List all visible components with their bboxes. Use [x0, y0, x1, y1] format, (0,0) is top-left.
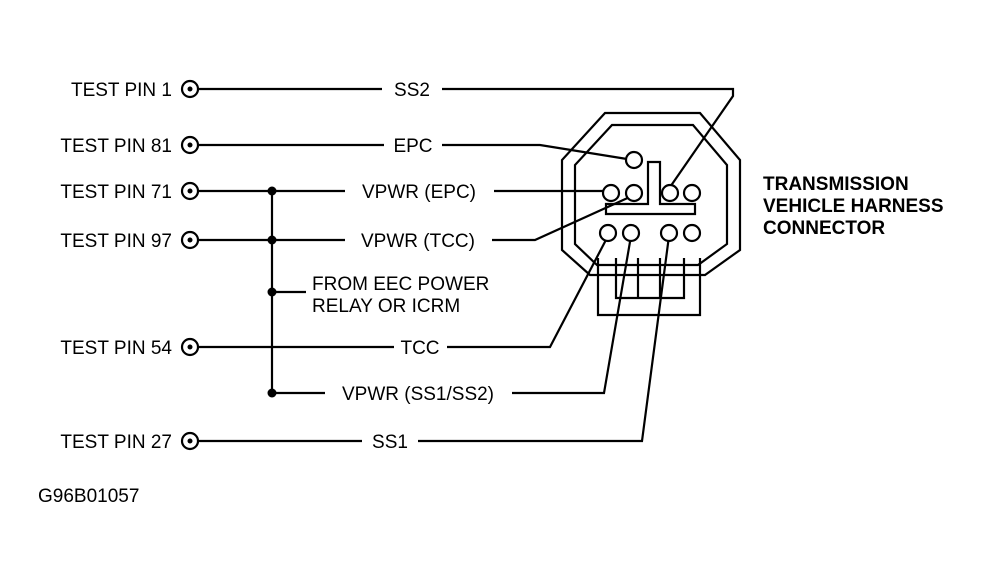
splice-power-source: [267, 287, 277, 297]
cavity-ss1: [659, 223, 679, 243]
test-pin-labels: TEST PIN 1 TEST PIN 81 TEST PIN 71 TEST …: [60, 80, 172, 453]
cavity-ss2: [660, 183, 680, 203]
test-pin-54-label: TEST PIN 54: [60, 338, 172, 359]
vpwr-tcc-wire-right: [492, 194, 633, 242]
test-pin-97-terminal-dot: [187, 237, 193, 243]
power-source-line-2: RELAY OR ICRM: [312, 296, 460, 317]
connector-key-rib: [604, 160, 697, 216]
connector-shell-outer: [560, 111, 742, 277]
test-pin-1-terminal-dot: [187, 86, 193, 92]
connector-shell-inner: [573, 123, 729, 267]
epc-wire-right: [442, 143, 628, 161]
test-pin-27-terminal-dot: [187, 438, 193, 444]
splices: [267, 186, 277, 398]
splice-vpwr-epc: [267, 186, 277, 196]
figure-id: G96B01057: [38, 486, 139, 507]
ss2-wire-right: [442, 87, 735, 191]
vpwr-epc-label: VPWR (EPC): [362, 182, 476, 203]
test-pin-terminals: [180, 79, 200, 451]
cavity-epc: [624, 150, 644, 170]
test-pin-54-terminal-dot: [187, 344, 193, 350]
splice-vpwr-tcc: [267, 235, 277, 245]
test-pin-71-label: TEST PIN 71: [60, 182, 172, 203]
vpwr-tcc-label: VPWR (TCC): [361, 231, 475, 252]
test-pin-81-terminal-dot: [187, 142, 193, 148]
connector-title: TRANSMISSION VEHICLE HARNESS CONNECTOR: [763, 174, 944, 239]
cavity-vpwr-tcc: [624, 183, 644, 203]
epc-label: EPC: [393, 136, 432, 157]
cavity-spare-2: [682, 223, 702, 243]
cavity-tcc: [598, 223, 618, 243]
connector-latch-inner: [614, 258, 686, 300]
connector-latch-outer: [596, 258, 702, 317]
test-pin-97-label: TEST PIN 97: [60, 231, 172, 252]
connector-title-line-2: VEHICLE HARNESS: [763, 196, 944, 217]
connector-title-line-1: TRANSMISSION: [763, 174, 909, 195]
ss1-label: SS1: [372, 432, 408, 453]
ss1-wire-right: [418, 235, 671, 443]
test-pin-1-label: TEST PIN 1: [71, 80, 172, 101]
power-source-line-1: FROM EEC POWER: [312, 274, 489, 295]
ss2-label: SS2: [394, 80, 430, 101]
cavity-vpwr-epc: [601, 183, 621, 203]
harness-connector: [560, 111, 742, 317]
connector-title-line-3: CONNECTOR: [763, 218, 885, 239]
test-pin-71-terminal-dot: [187, 188, 193, 194]
splice-vpwr-ss1-ss2: [267, 388, 277, 398]
tcc-label: TCC: [400, 338, 439, 359]
cavity-spare-1: [682, 183, 702, 203]
vpwr-ss1-ss2-label: VPWR (SS1/SS2): [342, 384, 494, 405]
test-pin-81-label: TEST PIN 81: [60, 136, 172, 157]
power-source-note: FROM EEC POWER RELAY OR ICRM: [312, 274, 489, 317]
cavity-vpwr-ss1-ss2: [621, 223, 641, 243]
test-pin-27-label: TEST PIN 27: [60, 432, 172, 453]
circuit-labels: SS2 EPC VPWR (EPC) VPWR (TCC) TCC VPWR (…: [342, 80, 494, 453]
vpwr-ss1-ss2-wire-right: [512, 235, 633, 395]
